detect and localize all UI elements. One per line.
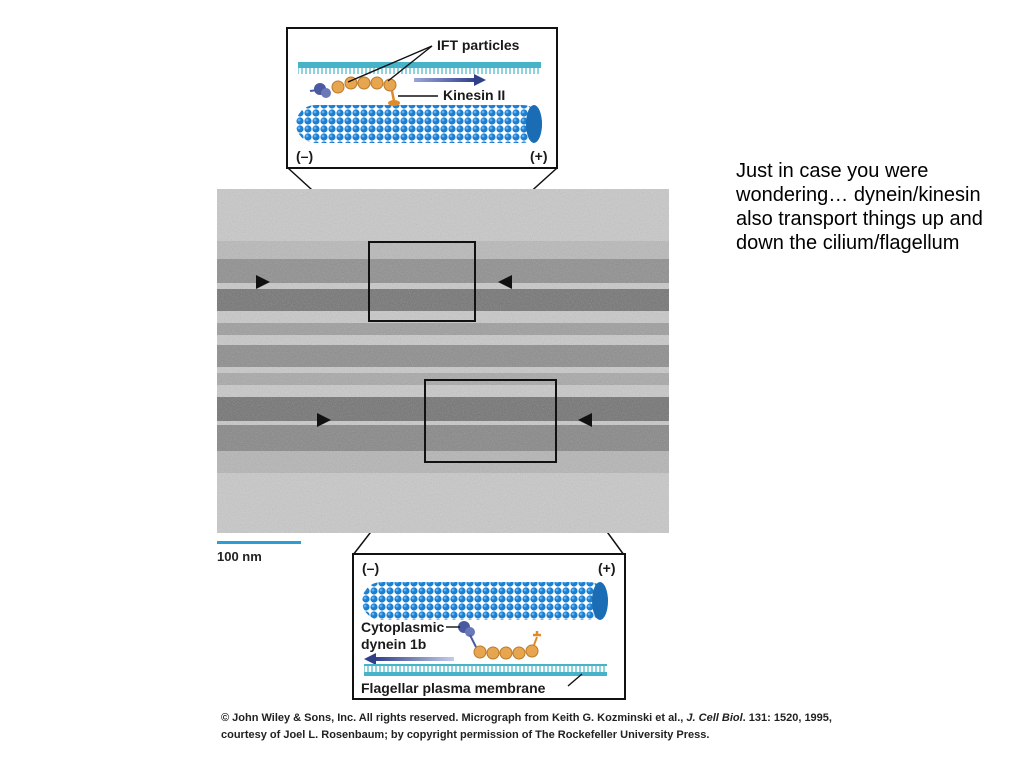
cytoplasmic-dynein-label-line2: dynein 1b [361, 636, 427, 652]
zoom-region-top [368, 241, 476, 322]
kinesin-ii-label: Kinesin II [443, 87, 506, 103]
plasma-membrane-top [298, 62, 541, 74]
cargo-kinesin-stalk [533, 636, 538, 646]
ift-particle-chain [331, 76, 397, 94]
cytoplasmic-dynein-label-line1: Cytoplasmic [361, 619, 445, 635]
membrane-leader-line [567, 673, 583, 687]
zoom-region-bottom [424, 379, 557, 463]
kinesin-motor-head [388, 100, 400, 106]
ift-particles-label: IFT particles [437, 37, 520, 53]
ift-leader-line-1 [347, 45, 433, 83]
retrograde-arrow-shaft [374, 657, 454, 661]
arrowhead-marker-4 [578, 413, 592, 427]
microtubule-top [296, 105, 542, 143]
ift-particle [525, 644, 539, 658]
microtubule-end-cap [526, 105, 542, 143]
ift-particle [383, 78, 397, 92]
micrograph-grain [217, 189, 669, 533]
kinesin-stalk [390, 90, 396, 102]
ift-particle [499, 646, 513, 660]
ift-particle [486, 646, 500, 660]
electron-micrograph [217, 189, 669, 533]
copyright-credit: © John Wiley & Sons, Inc. All rights res… [221, 710, 861, 744]
minus-end-label-top: (–) [296, 148, 314, 164]
microtubule-bottom-end-cap [592, 582, 608, 620]
dynein-motor-head-2 [465, 627, 475, 637]
top-inset-kinesin: IFT particles Kinesin II (–) (+) [286, 27, 558, 169]
credit-journal: J. Cell Biol [686, 712, 743, 724]
bottom-inset-dynein: (–) (+) Cytoplasmic dynein 1b Flagellar … [352, 553, 626, 700]
ift-leader-line-2 [387, 45, 433, 82]
ift-particle [370, 76, 384, 90]
arrowhead-marker-2 [498, 275, 512, 289]
ift-particle [473, 645, 487, 659]
flagellar-membrane-label: Flagellar plasma membrane [361, 680, 546, 696]
dynein-stalk [469, 634, 477, 648]
cargo-dynein-head-2 [321, 88, 331, 98]
scale-bar [217, 541, 301, 544]
credit-part-2: . 131: 1520, 1995, courtesy of Joel L. R… [221, 712, 832, 741]
microtubule-bottom [362, 582, 608, 620]
ift-particle [357, 76, 371, 90]
anterograde-arrow-shaft [414, 78, 476, 82]
flagellar-plasma-membrane [364, 664, 607, 676]
ift-particle-chain-bottom [473, 644, 539, 660]
credit-part-1: © John Wiley & Sons, Inc. All rights res… [221, 712, 687, 724]
cargo-kinesin-head [533, 631, 541, 637]
arrowhead-marker-1 [256, 275, 270, 289]
side-note-text: Just in case you were wondering… dynein/… [736, 160, 983, 254]
arrowhead-marker-3 [317, 413, 331, 427]
minus-end-label-bottom: (–) [362, 560, 380, 576]
anterograde-arrow-head [474, 74, 486, 86]
cargo-dynein-stalk [309, 89, 319, 92]
plus-end-label-top: (+) [530, 148, 548, 164]
scale-bar-label: 100 nm [217, 549, 262, 564]
retrograde-arrow-head [364, 653, 376, 665]
plus-end-label-bottom: (+) [598, 560, 616, 576]
ift-particle [331, 80, 345, 94]
kinesin-diagram [296, 45, 542, 143]
dynein-diagram [362, 582, 608, 687]
ift-particle [512, 646, 526, 660]
